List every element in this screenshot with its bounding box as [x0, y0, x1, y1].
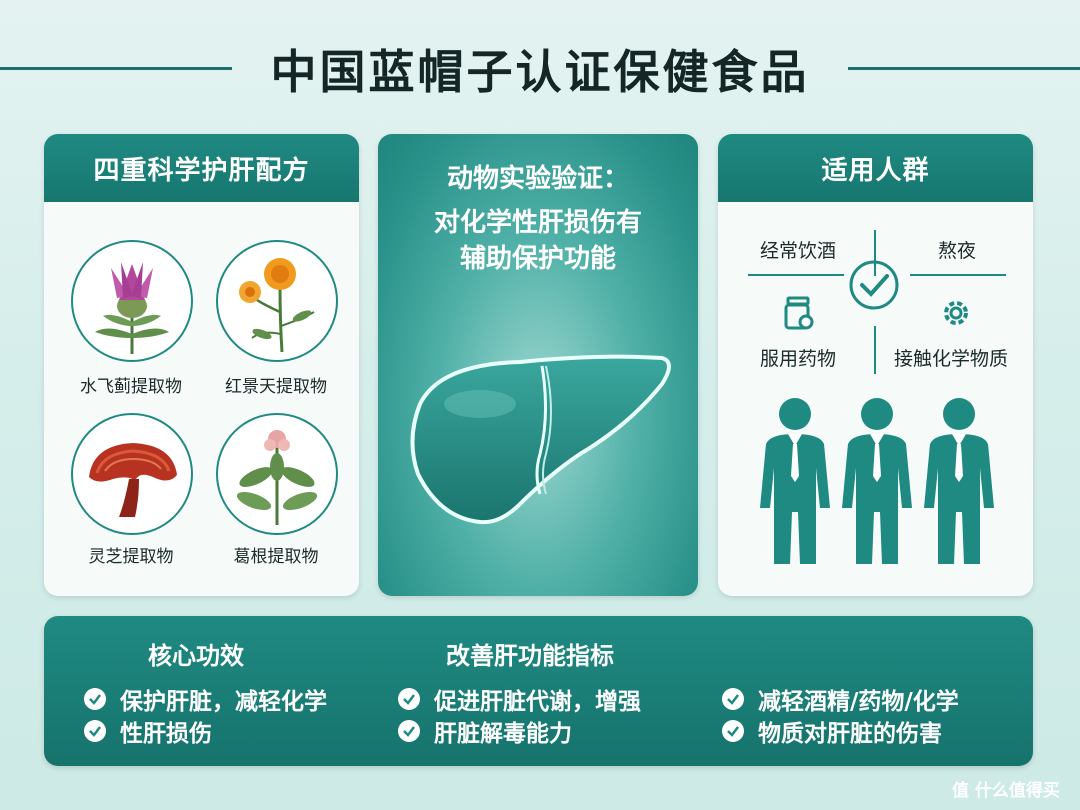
title-left-rule [0, 67, 232, 70]
herb-label: 水飞蓟提取物 [80, 377, 182, 397]
check-icon [722, 688, 744, 710]
liver-icon [400, 344, 680, 534]
benefit-item: 保护肝脏，减轻化学 [84, 682, 327, 716]
animal-study-panel: 动物实验验证： 对化学性肝损伤有 辅助保护功能 [378, 134, 698, 596]
study-claim-line2: 辅助保护功能 [459, 244, 616, 274]
divider [874, 326, 876, 374]
benefit-item: 减轻酒精/药物/化学 [722, 682, 959, 716]
divider [874, 230, 876, 276]
benefit-item: 促进肝脏代谢，增强 [398, 682, 641, 716]
audience-chemical-exposure: 接触化学物质 [894, 348, 1009, 370]
reishi-mushroom-icon [71, 413, 193, 535]
businessman-icon [758, 396, 832, 566]
audience-panel: 适用人群 经常饮酒 熬夜 服用药物 接触化学物质 [718, 134, 1033, 596]
check-icon [398, 688, 420, 710]
herb-label: 葛根提取物 [233, 547, 319, 567]
herb-label: 灵芝提取物 [88, 547, 174, 567]
liver-index-heading: 改善肝功能指标 [446, 642, 614, 670]
divider [748, 274, 844, 276]
herb-label: 红景天提取物 [225, 377, 327, 397]
study-title: 动物实验验证： [446, 164, 629, 194]
formula-panel: 四重科学护肝配方 水飞蓟提取物 [44, 134, 359, 596]
audience-panel-header: 适用人群 [718, 134, 1033, 202]
check-icon [722, 720, 744, 742]
gear-icon [939, 296, 973, 330]
audience-medication: 服用药物 [760, 348, 837, 370]
benefits-panel: 核心功效 改善肝功能指标 保护肝脏，减轻化学 性肝损伤 促进肝脏代谢，增强 肝脏… [44, 616, 1033, 766]
benefit-item: 物质对肝脏的伤害 [722, 714, 942, 748]
milk-thistle-icon [71, 240, 193, 362]
divider [910, 274, 1006, 276]
formula-panel-header: 四重科学护肝配方 [44, 134, 359, 202]
page-title: 中国蓝帽子认证保健食品 [270, 45, 810, 99]
check-circle-icon [848, 259, 900, 311]
businessman-icon [840, 396, 914, 566]
title-right-rule [848, 67, 1080, 70]
benefit-item: 肝脏解毒能力 [398, 714, 572, 748]
audience-night-owls: 熬夜 [938, 240, 977, 262]
check-icon [84, 720, 106, 742]
medicine-bottle-icon [782, 296, 814, 330]
businessman-icon [922, 396, 996, 566]
study-claim-line1: 对化学性肝损伤有 [433, 208, 642, 238]
kudzu-plant-icon [216, 413, 338, 535]
check-icon [84, 688, 106, 710]
check-icon [398, 720, 420, 742]
benefit-item: 性肝损伤 [84, 714, 212, 748]
audience-drinkers: 经常饮酒 [760, 240, 837, 262]
rhodiola-flower-icon [216, 240, 338, 362]
core-benefits-heading: 核心功效 [148, 642, 244, 670]
watermark: 值 什么值得买 [952, 781, 1060, 801]
